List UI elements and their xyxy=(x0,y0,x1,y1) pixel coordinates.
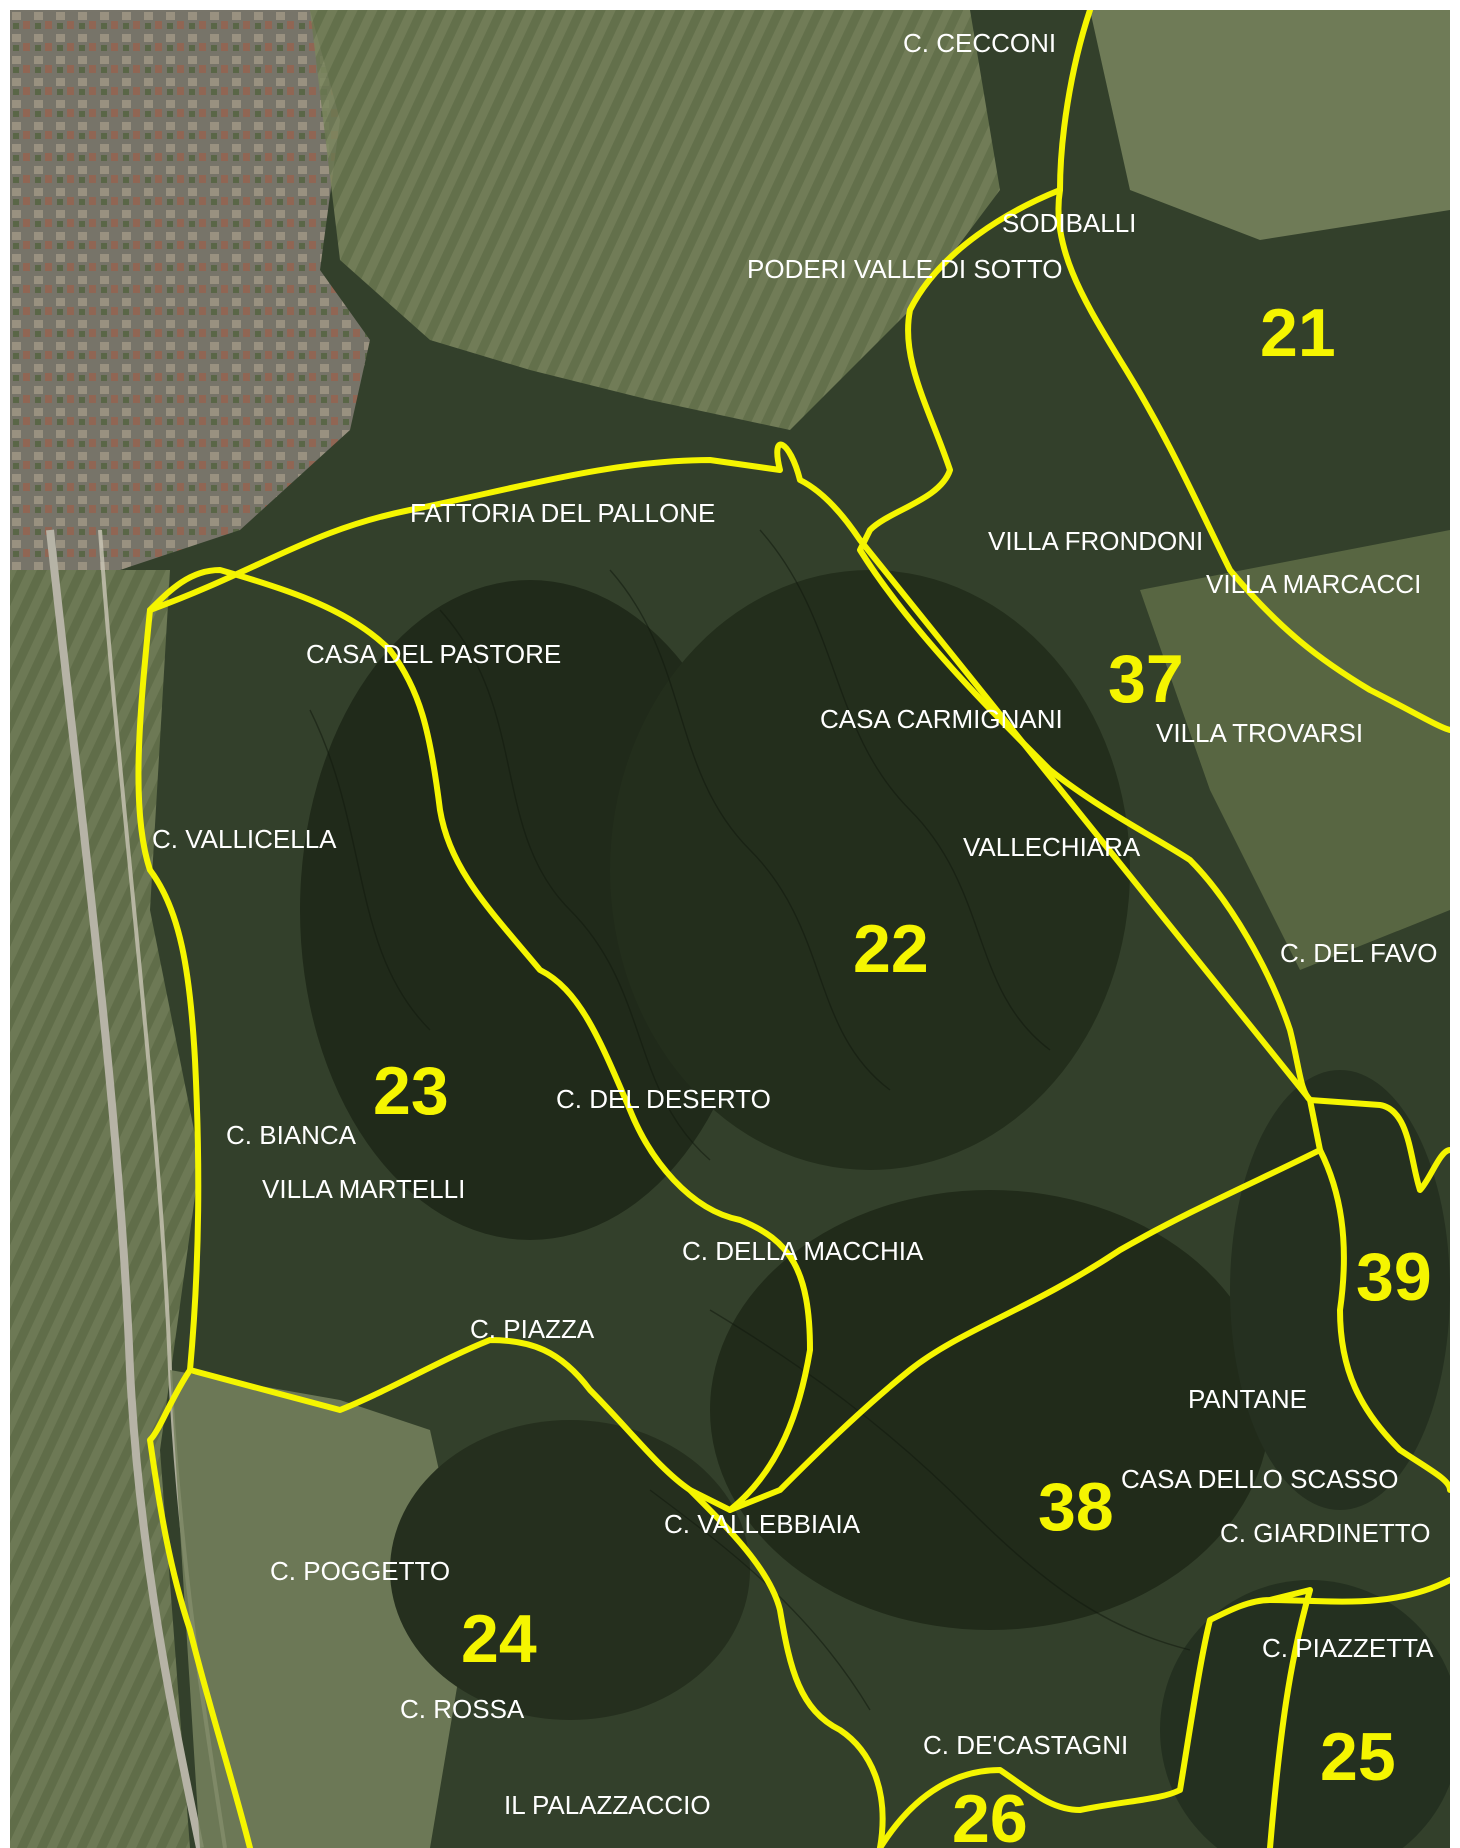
place-label-cecconi: C. CECCONI xyxy=(903,28,1056,58)
zone-label-25: 25 xyxy=(1320,1719,1396,1795)
place-label-del-deserto: C. DEL DESERTO xyxy=(556,1084,771,1114)
forest-patch xyxy=(610,570,1130,1170)
zone-label-39: 39 xyxy=(1356,1239,1432,1315)
place-label-casa-carmignani: CASA CARMIGNANI xyxy=(820,704,1063,734)
farmland-top xyxy=(310,10,1000,430)
boundary-21 xyxy=(1055,10,1450,733)
zone-label-21: 21 xyxy=(1260,295,1336,371)
zone-label-37: 37 xyxy=(1108,641,1184,717)
place-label-vallebbiaia: C. VALLEBBIAIA xyxy=(664,1509,861,1539)
place-label-della-macchia: C. DELLA MACCHIA xyxy=(682,1236,924,1266)
place-labels: C. CECCONI SODIBALLI PODERI VALLE DI SOT… xyxy=(152,28,1438,1820)
place-label-del-favo: C. DEL FAVO xyxy=(1280,938,1438,968)
forest-patch xyxy=(390,1420,750,1720)
zone-labels: 21 22 23 24 25 26 37 38 39 xyxy=(373,295,1432,1848)
place-label-villa-marcacci: VILLA MARCACCI xyxy=(1206,569,1421,599)
zone-label-26: 26 xyxy=(952,1781,1028,1848)
forest-patch xyxy=(710,1190,1270,1630)
boundary-24 xyxy=(147,1367,253,1848)
place-label-giardinetto: C. GIARDINETTO xyxy=(1220,1518,1430,1548)
motorway xyxy=(46,529,204,1848)
place-label-bianca: C. BIANCA xyxy=(226,1120,357,1150)
place-label-rossa: C. ROSSA xyxy=(400,1694,525,1724)
zone-boundaries xyxy=(135,10,1450,1848)
place-label-de-castagni: C. DE'CASTAGNI xyxy=(923,1730,1128,1760)
zone-label-24: 24 xyxy=(461,1601,537,1677)
place-label-piazza: C. PIAZZA xyxy=(470,1314,595,1344)
place-label-poggetto: C. POGGETTO xyxy=(270,1556,450,1586)
place-label-pantane: PANTANE xyxy=(1188,1384,1307,1414)
contour-lines xyxy=(309,529,1191,1711)
place-label-villa-trovarsi: VILLA TROVARSI xyxy=(1156,718,1363,748)
place-label-poderi-valle-di-sotto: PODERI VALLE DI SOTTO xyxy=(747,254,1062,284)
farmland-top-right xyxy=(1090,10,1450,240)
aerial-map[interactable]: C. CECCONI SODIBALLI PODERI VALLE DI SOT… xyxy=(10,10,1450,1848)
boundary-38 xyxy=(687,1487,886,1848)
farmland-south-west xyxy=(170,1370,470,1848)
farmland-west xyxy=(10,570,200,1848)
forest-patch xyxy=(1160,1580,1450,1848)
boundary-23 xyxy=(135,607,733,1513)
place-label-villa-frondoni: VILLA FRONDONI xyxy=(988,526,1203,556)
place-label-vallicella: C. VALLICELLA xyxy=(152,824,337,854)
map-frame: C. CECCONI SODIBALLI PODERI VALLE DI SOT… xyxy=(10,10,1450,1848)
zone-label-23: 23 xyxy=(373,1053,449,1129)
place-label-il-palazzaccio: IL PALAZZACCIO xyxy=(504,1790,711,1820)
boundary-22 xyxy=(147,441,1323,1513)
urban-area xyxy=(10,10,370,570)
place-label-fattoria-del-pallone: FATTORIA DEL PALLONE xyxy=(410,498,715,528)
boundary-37 xyxy=(857,187,1313,1103)
place-label-casa-dello-scasso: CASA DELLO SCASSO xyxy=(1121,1464,1398,1494)
boundary-39 xyxy=(1307,1097,1450,1493)
boundary-26 xyxy=(877,1587,1313,1848)
boundary-25 xyxy=(1267,1577,1450,1605)
place-label-villa-martelli: VILLA MARTELLI xyxy=(262,1174,465,1204)
zone-label-38: 38 xyxy=(1038,1469,1114,1545)
place-label-vallechiara: VALLECHIARA xyxy=(963,832,1141,862)
place-label-casa-del-pastore: CASA DEL PASTORE xyxy=(306,639,561,669)
place-label-piazzetta: C. PIAZZETTA xyxy=(1262,1633,1434,1663)
farmland-east xyxy=(1140,530,1450,970)
place-label-sodiballi: SODIBALLI xyxy=(1002,208,1136,238)
zone-label-22: 22 xyxy=(853,911,929,987)
